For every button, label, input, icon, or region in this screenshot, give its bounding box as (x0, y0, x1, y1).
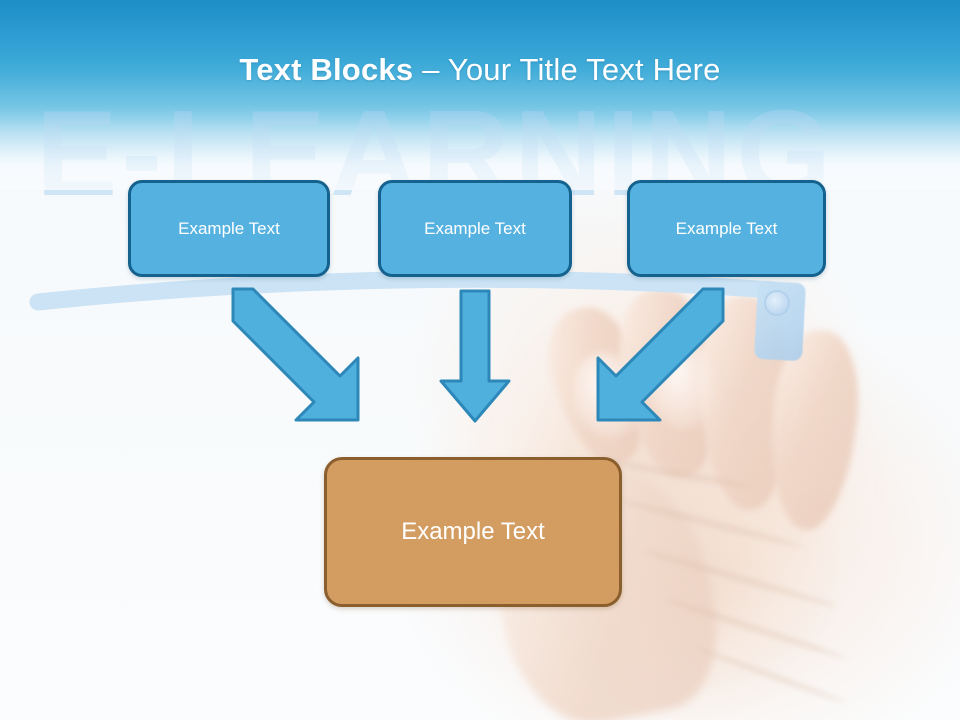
summary-text-block[interactable]: Example Text (324, 457, 622, 607)
text-block-1-label: Example Text (178, 218, 280, 238)
text-block-2[interactable]: Example Text (378, 180, 572, 277)
text-block-2-label: Example Text (424, 218, 526, 238)
arrow-middle-vertical (439, 289, 511, 423)
page-title-separator: – (413, 52, 448, 87)
marker-nib-ring (766, 292, 788, 314)
page-title-light: Your Title Text Here (447, 52, 721, 87)
swoosh-stroke (29, 270, 781, 311)
text-block-3-label: Example Text (675, 218, 778, 238)
arrow-left-diagonal (231, 287, 360, 422)
text-block-3[interactable]: Example Text (627, 180, 826, 277)
page-title-strong: Text Blocks (239, 52, 414, 87)
text-block-1[interactable]: Example Text (128, 180, 330, 277)
arrow-right-diagonal (596, 287, 725, 422)
page-title: Text Blocks – Your Title Text Here (0, 50, 960, 90)
summary-text-block-label: Example Text (401, 518, 545, 545)
